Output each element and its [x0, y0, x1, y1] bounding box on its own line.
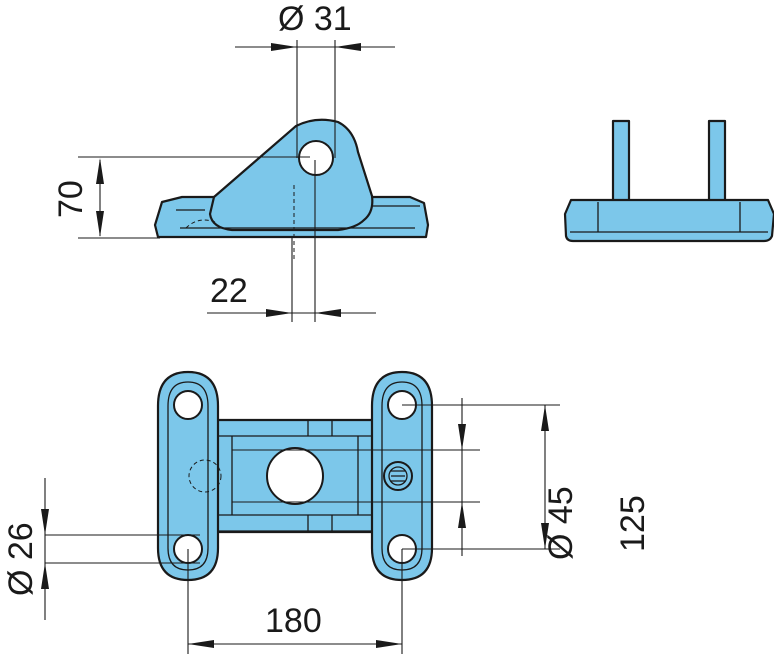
side-lug-right: [707, 119, 727, 203]
plan-center-hole: [266, 447, 324, 505]
side-base-plate: [563, 198, 774, 243]
front-lug-hole: [298, 140, 334, 176]
dim-hole-spacing: 180: [265, 602, 322, 640]
mount-hole-top-left: [173, 390, 203, 420]
side-lug-left: [611, 119, 631, 203]
dim-height: 70: [52, 180, 90, 218]
plan-foot-left: [156, 370, 220, 582]
dim-mount-hole-diameter: Ø 26: [2, 522, 40, 596]
front-view: Ø 31 70 22: [52, 0, 430, 322]
side-view: [563, 119, 774, 243]
front-lug: [208, 118, 374, 232]
dim-overall-length: 125: [614, 495, 652, 552]
dim-offset: 22: [210, 272, 248, 310]
plan-view: Ø 45 125 Ø 26 180: [2, 370, 652, 654]
dim-pin-diameter: Ø 31: [278, 0, 352, 38]
